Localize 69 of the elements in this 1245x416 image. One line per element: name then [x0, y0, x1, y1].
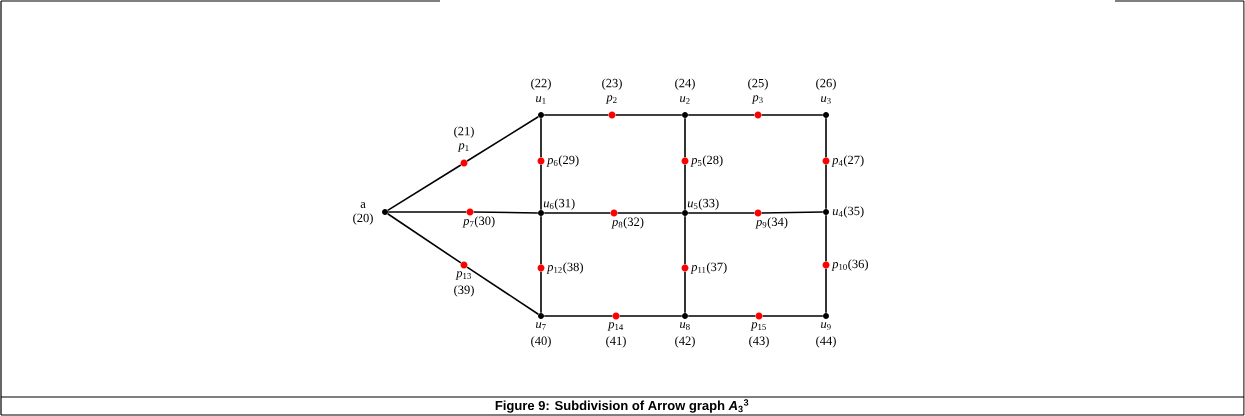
graph-edge	[386, 164, 462, 212]
graph-edge	[760, 211, 824, 214]
graph-edge	[687, 212, 756, 214]
graph-edge	[614, 114, 683, 116]
vertex-label: p$_{4}$(27)	[831, 155, 864, 167]
graph-edge	[616, 212, 683, 214]
vertex-label: u$_{5}$(33)	[687, 198, 719, 210]
graph-edge	[466, 266, 540, 316]
graph-edge	[540, 215, 542, 266]
vertex-label: (22)	[531, 78, 551, 90]
vertex-label: p$_{2}$	[605, 95, 617, 104]
graph-edge	[687, 114, 756, 116]
vertex-label: (26)	[816, 78, 836, 90]
graph-edge	[543, 114, 610, 116]
vertex-label: (23)	[602, 78, 622, 90]
graph-edge	[684, 270, 686, 314]
vertex-label: (42)	[675, 336, 695, 348]
vertex-label: p$_{5}$(28)	[690, 155, 723, 167]
vertex-label: u$_{8}$	[680, 322, 690, 330]
graph-edge	[386, 213, 462, 264]
vertex-label: p$_{14}$	[607, 322, 624, 331]
vertex-label: (24)	[675, 78, 695, 90]
graph-edge	[687, 315, 757, 317]
graph-edge	[684, 163, 686, 211]
vertex-label: (25)	[748, 78, 768, 90]
graph-edge	[618, 315, 683, 317]
graph-edge	[761, 315, 824, 317]
vertex-label: (41)	[606, 336, 626, 348]
vertex-label: u$_{7}$	[536, 322, 546, 330]
vertex-label: p$_{8}$(32)	[611, 217, 644, 229]
vertex-label: u$_{3}$	[821, 96, 831, 104]
vertex-label: (21)	[454, 126, 474, 138]
vertex-label: (40)	[531, 336, 551, 348]
graph-edge	[387, 211, 468, 213]
graph-edge	[825, 267, 827, 314]
graph-edge	[760, 114, 824, 116]
graph-edge	[684, 215, 686, 266]
vertex-label: p$_{13}$	[455, 271, 471, 280]
graph-edge	[540, 163, 542, 211]
vertex-label: p$_{3}$	[751, 95, 763, 104]
graph-edge	[543, 315, 614, 317]
graph-edge	[466, 115, 540, 162]
vertex-label: p$_{1}$	[457, 143, 469, 152]
vertex-label: u$_{9}$	[821, 322, 831, 330]
graph-edge	[540, 270, 542, 314]
vertex-label: u$_{6}$(31)	[543, 198, 575, 210]
vertex-label: p$_{12}$(38)	[546, 262, 583, 274]
vertex-label: p$_{6}$(29)	[546, 155, 579, 167]
vertex-label: p$_{7}$(30)	[462, 216, 495, 228]
vertex-label: u$_{4}$(35)	[832, 206, 864, 218]
figure-caption: Figure 9: Subdivision of Arrow graph A$_{3}$3	[495, 399, 749, 413]
vertex-label: u$_{1}$	[536, 96, 546, 104]
vertex-label: p$_{9}$(34)	[755, 217, 788, 229]
graph-edge	[825, 214, 827, 263]
vertex-label: u$_{2}$	[680, 96, 690, 104]
vertex-label: p$_{11}$(37)	[690, 262, 727, 274]
vertex-label: a	[360, 202, 366, 208]
vertex-label: (39)	[454, 285, 474, 297]
vertex-label: p$_{10}$(36)	[831, 259, 868, 271]
graph-edge	[825, 163, 827, 210]
graph-edge	[543, 212, 612, 214]
graph-edge	[684, 117, 686, 159]
vertex-label: (43)	[749, 336, 769, 348]
graph-edge	[825, 117, 827, 159]
vertex-label: p$_{15}$	[750, 322, 766, 331]
graph-edge	[472, 211, 539, 214]
vertex-label: (20)	[353, 213, 373, 225]
vertex-label: (44)	[816, 336, 836, 348]
graph-edge	[540, 117, 542, 159]
